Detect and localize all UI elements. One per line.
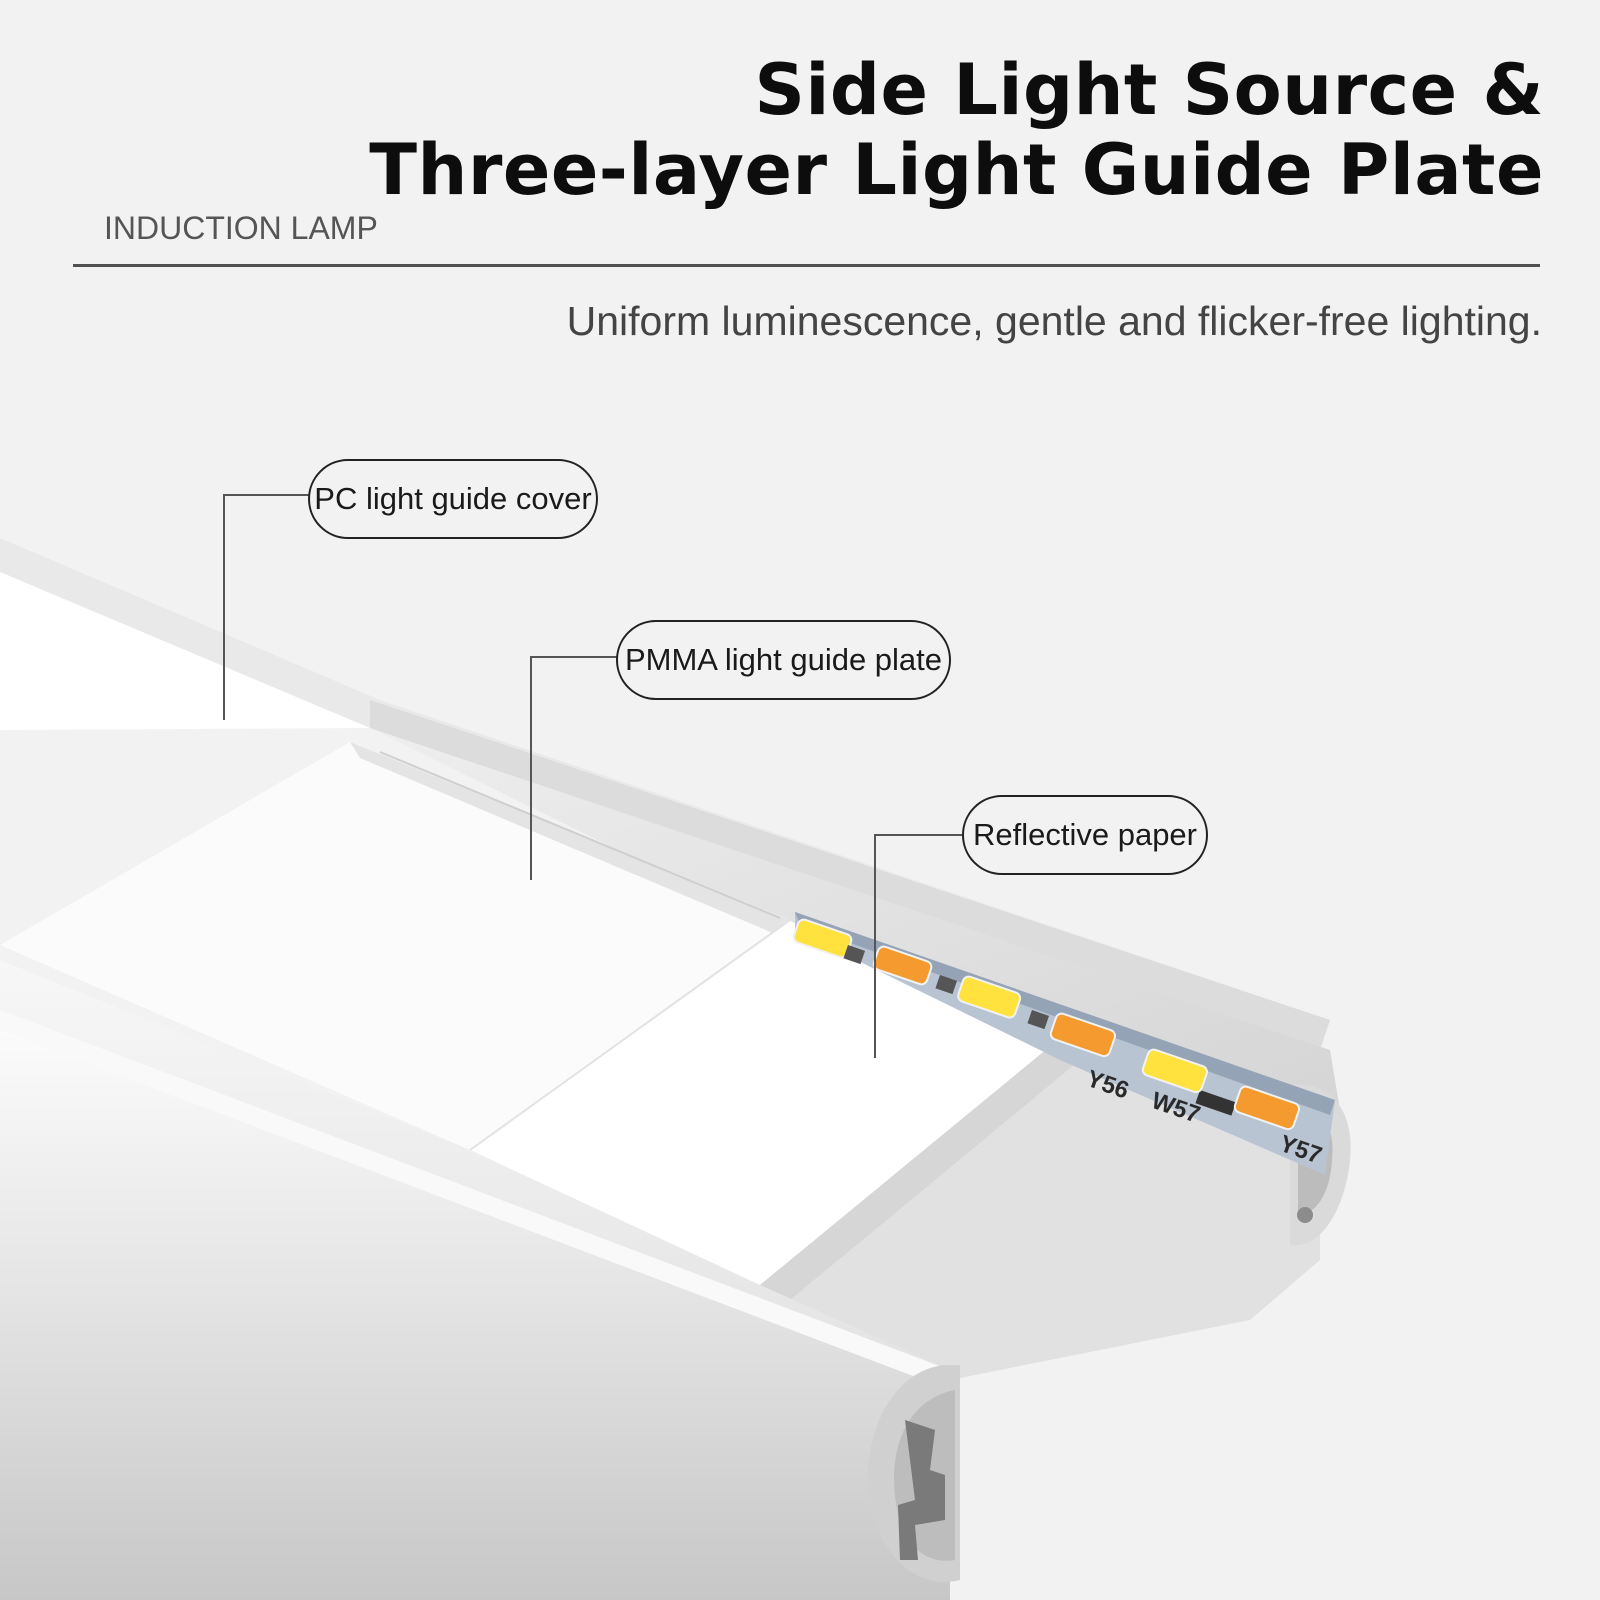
product-tag: INDUCTION LAMP	[104, 210, 378, 246]
pmma-plate-layer	[0, 742, 790, 1150]
leader-pc-cover	[223, 494, 310, 720]
title-line-1: Side Light Source &	[754, 49, 1544, 131]
leader-reflective-paper	[874, 834, 962, 1058]
led-chip-warm	[872, 945, 933, 986]
led-chip-warm	[1049, 1012, 1116, 1058]
callout-label: PMMA light guide plate	[624, 642, 943, 677]
callout-label: PC light guide cover	[314, 481, 592, 516]
callout-reflective-paper: Reflective paper	[962, 795, 1208, 875]
callout-pmma-light-guide-plate: PMMA light guide plate	[616, 620, 951, 700]
reflective-paper	[470, 920, 1070, 1285]
pc-cover-layer	[0, 538, 1330, 1050]
led-chip-cool	[957, 975, 1022, 1019]
aluminum-back-wall	[370, 728, 1340, 1110]
leader-pmma-plate	[530, 656, 617, 880]
tagline: Uniform luminescence, gentle and flicker…	[566, 298, 1542, 344]
led-chips	[792, 918, 1300, 1131]
aluminum-front-rail	[0, 960, 950, 1600]
rail-end-profile	[868, 1365, 960, 1582]
led-chip-warm	[1233, 1085, 1300, 1131]
title-line-2: Three-layer Light Guide Plate	[369, 129, 1544, 211]
callout-leaders	[223, 494, 962, 1058]
led-chip-cool	[1141, 1048, 1208, 1094]
callout-pc-light-guide-cover: PC light guide cover	[308, 459, 598, 539]
callout-label: Reflective paper	[972, 817, 1197, 852]
divider-line	[73, 264, 1540, 267]
page-title: Side Light Source & Three-layer Light Gu…	[369, 50, 1544, 210]
